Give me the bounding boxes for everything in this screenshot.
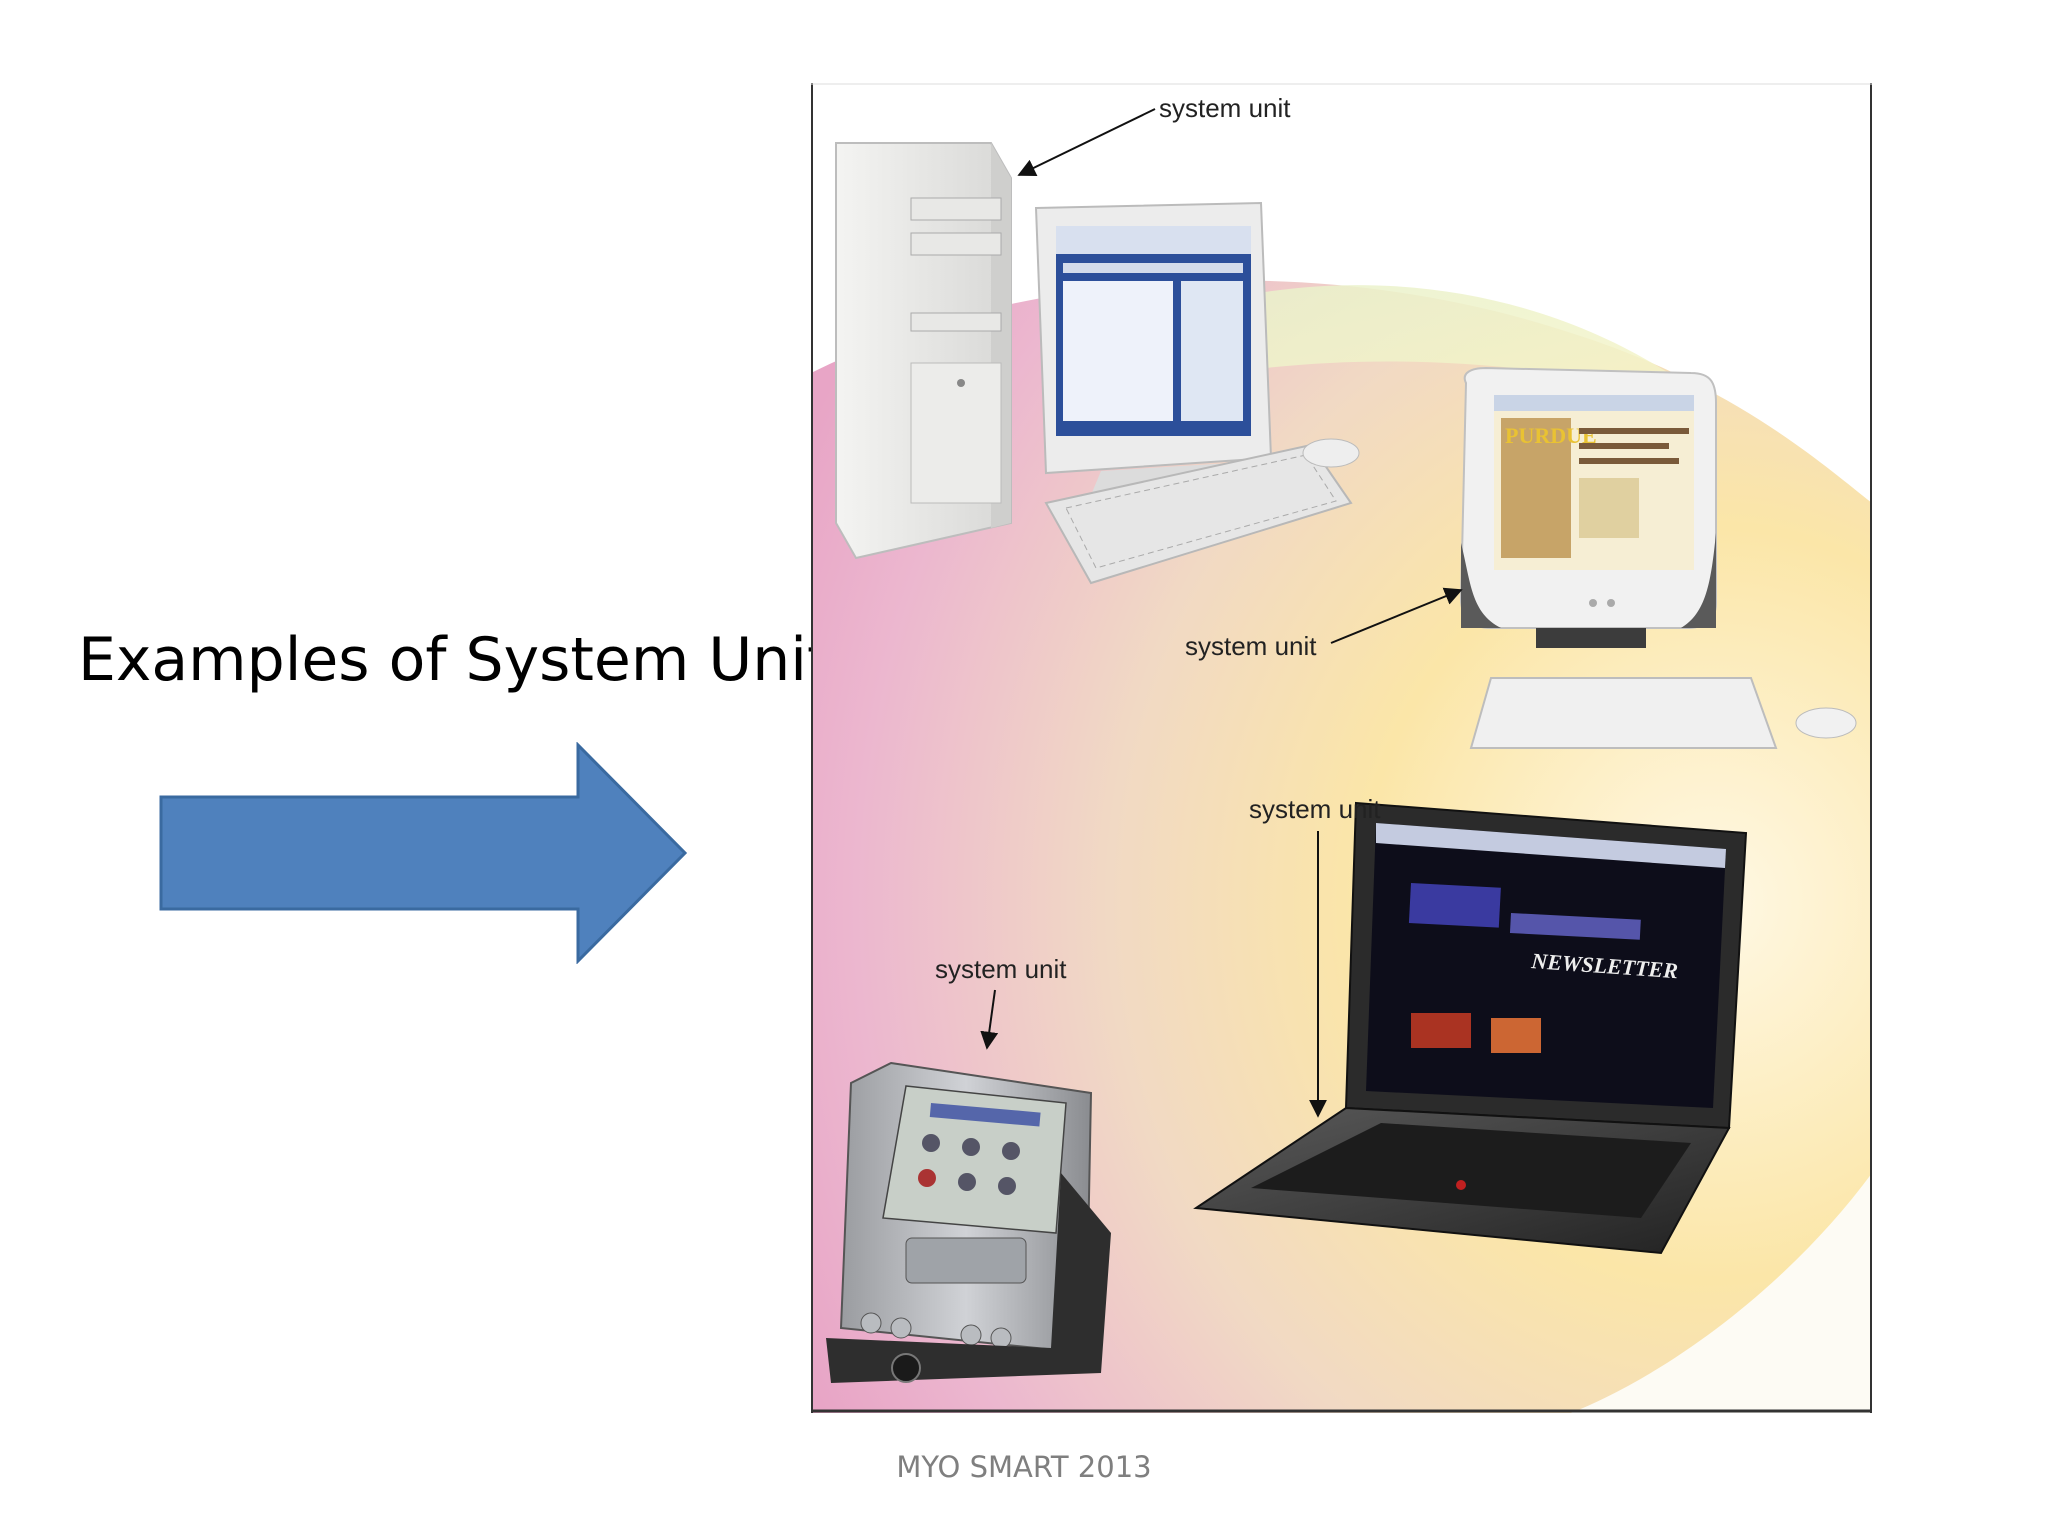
label-laptop-system-unit: system unit [1249, 794, 1381, 824]
desktop-monitor [1034, 201, 1273, 495]
label-all-in-one-system-unit: system unit [1185, 631, 1317, 661]
label-handheld-system-unit: system unit [935, 954, 1067, 984]
system-unit-illustration: PURDUE NEWSLETTER [811, 83, 1872, 1413]
slide-title: Examples of System Unit [78, 625, 831, 695]
desktop-keyboard [1044, 438, 1360, 585]
slide-footer: MYO SMART 2013 [896, 1450, 1152, 1484]
desktop-tower [835, 142, 1012, 560]
right-arrow-icon [159, 742, 688, 964]
handheld-pda [826, 1061, 1111, 1383]
all-in-one-computer: PURDUE [1459, 366, 1857, 749]
label-desktop-system-unit: system unit [1159, 93, 1291, 123]
laptop-computer: NEWSLETTER [1193, 801, 1748, 1255]
